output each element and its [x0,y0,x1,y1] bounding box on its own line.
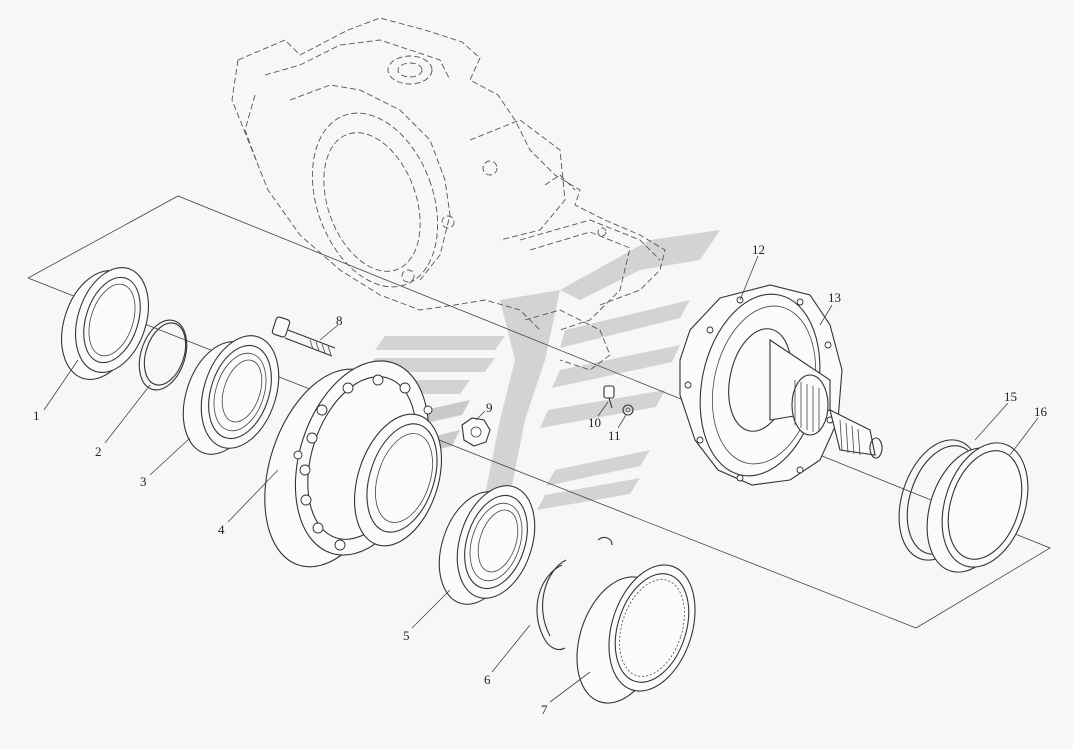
callout-2: 2 [95,444,102,459]
callout-12: 12 [752,242,765,257]
part-9-nut [461,417,491,447]
callout-9: 9 [486,400,493,415]
callout-1: 1 [33,408,40,423]
callout-7: 7 [541,702,548,717]
axle-housing [231,17,666,371]
callout-6: 6 [484,672,491,687]
part-7-ring-gear [576,536,696,704]
part-4-hub [264,360,443,568]
part-8-stud [271,316,336,357]
callout-15: 15 [1004,389,1017,404]
callout-8: 8 [336,313,343,328]
part-5-bearing [438,485,536,605]
callout-13: 13 [828,290,841,305]
callout-10: 10 [588,415,601,430]
part-1-seal [61,267,149,380]
part-16-ring [926,442,1029,573]
part-3-bearing [182,335,280,455]
leader-lines [43,255,1039,703]
part-10-bolt [603,385,615,409]
callout-11: 11 [608,428,621,443]
callout-4: 4 [218,522,225,537]
part-11-washer [622,404,634,416]
assembly-frame [27,195,1051,629]
callout-16: 16 [1034,404,1048,419]
callout-5: 5 [403,628,410,643]
callout-3: 3 [140,474,147,489]
callout-labels: 1 2 3 4 5 6 7 8 9 10 11 12 13 15 16 [33,242,1048,717]
part-6-snap-ring [536,559,567,651]
part-13-spindle [728,328,883,459]
part-2-ring [138,319,188,391]
